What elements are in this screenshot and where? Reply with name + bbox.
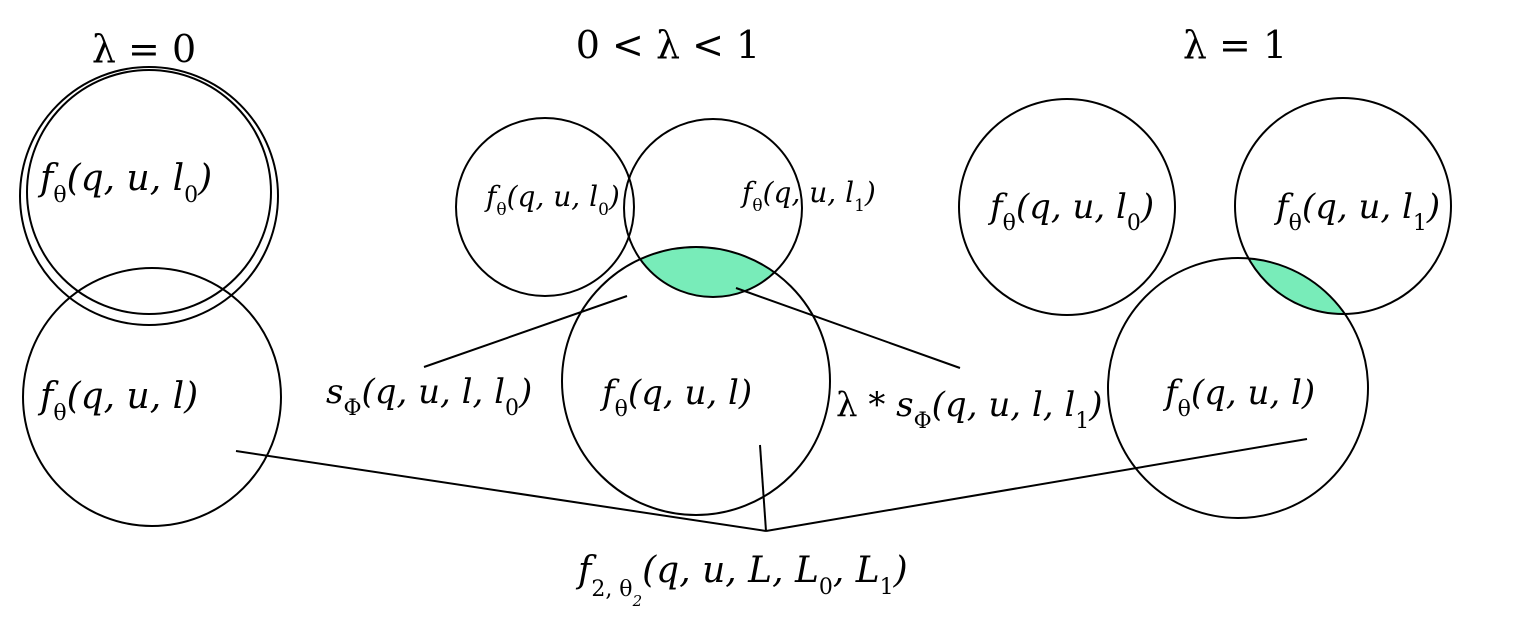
circle-mid-l1 [623,118,803,298]
pointer-s1 [735,287,961,369]
label-right-f-theta-l: fθ(q, u, l) [1162,373,1315,422]
label-combined-f2: f2, θ2(q, u, L, L0, L1) [575,550,908,610]
circle-mid-l0 [455,117,635,297]
circle-mid-l [561,246,831,516]
circle-right-l1 [1234,97,1452,315]
circle-right-l [1107,257,1369,519]
label-s-phi-l0: sΦ(q, u, l, l0) [326,372,532,421]
circle-l-bottom [22,267,282,527]
label-f-theta-l: fθ(q, u, l) [37,376,198,426]
label-right-f-theta-l0: fθ(q, u, l0) [987,187,1154,236]
label-right-f-theta-l1: fθ(q, u, l1) [1273,187,1440,236]
label-mid-f-theta-l1: fθ(q, u, l1) [740,176,876,216]
heading-lambda-between: 0 < λ < 1 [576,23,760,67]
circle-l0-inner [26,69,272,315]
label-mid-f-theta-l0: fθ(q, u, l0) [484,180,620,220]
connector-left [235,450,767,532]
circle-right-l0 [958,98,1176,316]
label-mid-f-theta-l: fθ(q, u, l) [599,373,752,422]
panel-lambda-zero: fθ(q, u, l0) fθ(q, u, l) [19,66,282,527]
pointer-s0 [423,295,628,368]
connector-middle [759,444,767,532]
heading-lambda-one: λ = 1 [1183,23,1287,67]
heading-lambda-zero: λ = 0 [92,27,196,71]
label-f-theta-l0: fθ(q, u, l0) [37,158,212,208]
label-lambda-s-phi-l1: λ * sΦ(q, u, l, l1) [836,385,1102,434]
circle-l0-outer [19,66,279,326]
connector-right [765,438,1308,532]
